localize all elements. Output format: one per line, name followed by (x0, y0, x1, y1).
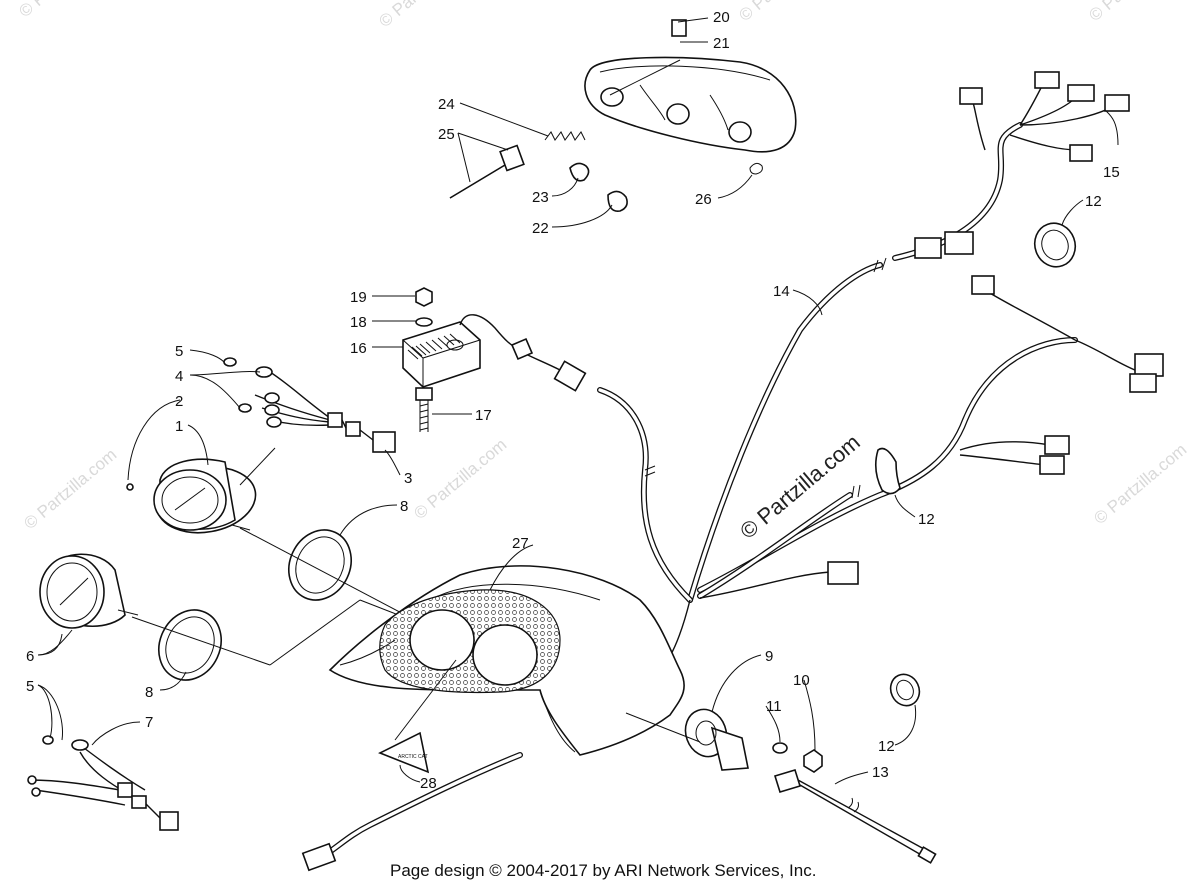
callout-22: 22 (532, 220, 549, 237)
callout-7: 7 (145, 714, 153, 731)
watermark: © Partzilla.com (1085, 0, 1185, 25)
callout-8: 8 (400, 498, 408, 515)
callout-6: 6 (26, 648, 34, 665)
callout-19: 19 (350, 289, 367, 306)
watermark: © Partzilla.com (1090, 440, 1190, 528)
headlight-bulbs (569, 162, 763, 212)
callout-26: 26 (695, 191, 712, 208)
callout-5: 5 (175, 343, 183, 360)
callout-8: 8 (145, 684, 153, 701)
callout-3: 3 (404, 470, 412, 487)
voltage-regulator (402, 287, 534, 432)
callout-4: 4 (175, 368, 183, 385)
callout-13: 13 (872, 764, 889, 781)
dash-panel (328, 565, 685, 756)
adjuster-screw (449, 144, 525, 199)
callout-12: 12 (918, 511, 935, 528)
gauge-wiring (223, 357, 396, 453)
headlight-assembly (584, 19, 797, 153)
callout-11: 11 (766, 698, 782, 715)
watermark: © Partzilla.com (15, 0, 115, 21)
callout-1: 1 (175, 418, 183, 435)
leader-lines (37, 17, 1119, 785)
ignition-switch (684, 708, 823, 773)
adjuster-spring (544, 131, 586, 141)
callout-5: 5 (26, 678, 34, 695)
callout-27: 27 (512, 535, 529, 552)
callout-14: 14 (773, 283, 790, 300)
callout-25: 25 (438, 126, 455, 143)
gauge-bezel (158, 609, 222, 681)
watermark: © Partzilla.com (20, 445, 120, 533)
wiring-lead (301, 752, 523, 872)
warning-decal: ARCTIC CAT (378, 731, 430, 774)
wiring-harness (519, 71, 1164, 671)
callout-18: 18 (350, 314, 367, 331)
callout-17: 17 (475, 407, 492, 424)
callout-24: 24 (438, 96, 455, 113)
decal-text: ARCTIC CAT (398, 754, 428, 760)
cable-clip (889, 673, 921, 707)
callouts: 20 21 24 25 23 26 22 15 12 14 19 18 16 1… (26, 9, 1120, 792)
gauge-bezel (288, 529, 352, 601)
callout-9: 9 (765, 648, 773, 665)
callout-10: 10 (793, 672, 810, 689)
callout-2: 2 (175, 393, 183, 410)
watermark: © Partzilla.com (410, 435, 510, 523)
cable-clip (1033, 222, 1077, 268)
callout-16: 16 (350, 340, 367, 357)
callout-21: 21 (713, 35, 730, 52)
callout-20: 20 (713, 9, 730, 26)
watermark: © Partzilla.com (375, 0, 475, 31)
gauge-wiring (27, 735, 179, 831)
cable-clip (874, 447, 901, 495)
tachometer-gauge (39, 553, 139, 629)
callout-12: 12 (878, 738, 895, 755)
speedometer-gauge (126, 458, 257, 534)
watermark: © Partzilla.com (735, 0, 835, 25)
callout-15: 15 (1103, 164, 1120, 181)
copyright-footer: Page design © 2004-2017 by ARI Network S… (390, 861, 816, 880)
callout-23: 23 (532, 189, 549, 206)
callout-28: 28 (420, 775, 437, 792)
speedometer-cable (773, 769, 937, 864)
callout-12: 12 (1085, 193, 1102, 210)
